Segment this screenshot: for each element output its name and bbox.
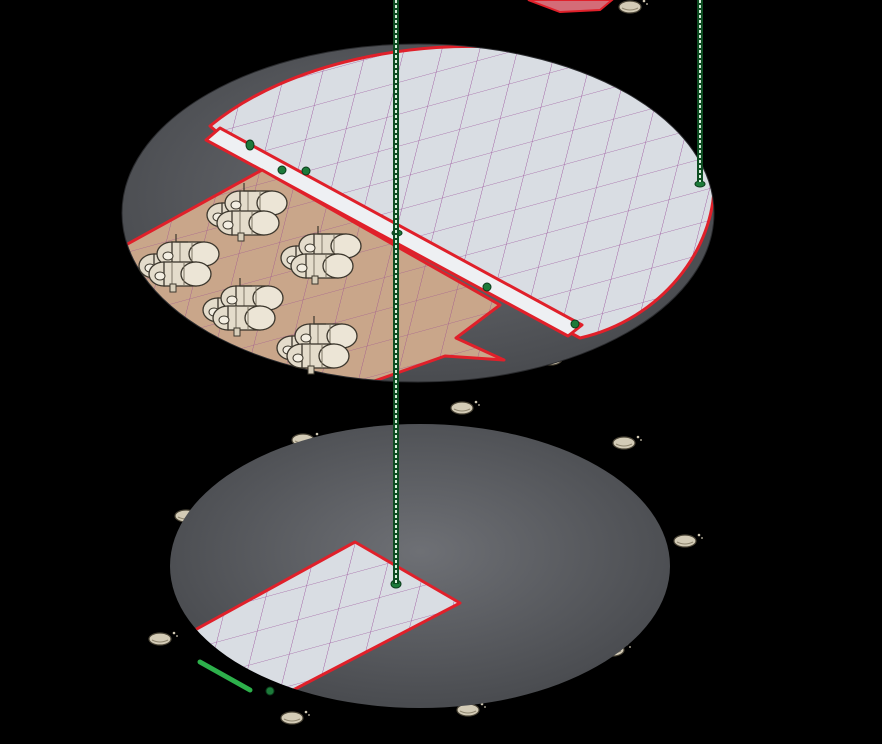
cable-node-icon[interactable] — [570, 319, 580, 329]
upper-offscreen-zone[interactable] — [527, 0, 614, 14]
vertical-cables — [393, 0, 703, 584]
rock-pebble-icon[interactable] — [673, 533, 704, 548]
rock-pebble-icon[interactable] — [280, 710, 311, 725]
upper-deck[interactable] — [121, 43, 715, 385]
upper-deck-outline — [121, 43, 715, 383]
cable-node-icon[interactable] — [245, 139, 255, 151]
lower-deck[interactable] — [170, 424, 670, 708]
lower-floor-green-edge — [197, 659, 253, 693]
rock-pebble-icon[interactable] — [148, 631, 179, 646]
cable-node-icon[interactable] — [277, 165, 287, 175]
cable-node-icon[interactable] — [301, 166, 311, 176]
rock-pebble-icon[interactable] — [450, 400, 481, 415]
cable-node-icon[interactable] — [482, 282, 492, 292]
cable-nodes-upper — [245, 139, 706, 329]
rock-pebble-icon[interactable] — [618, 0, 649, 14]
rock-pebble-icon[interactable] — [612, 435, 643, 450]
cable-node-icon[interactable] — [265, 686, 275, 696]
